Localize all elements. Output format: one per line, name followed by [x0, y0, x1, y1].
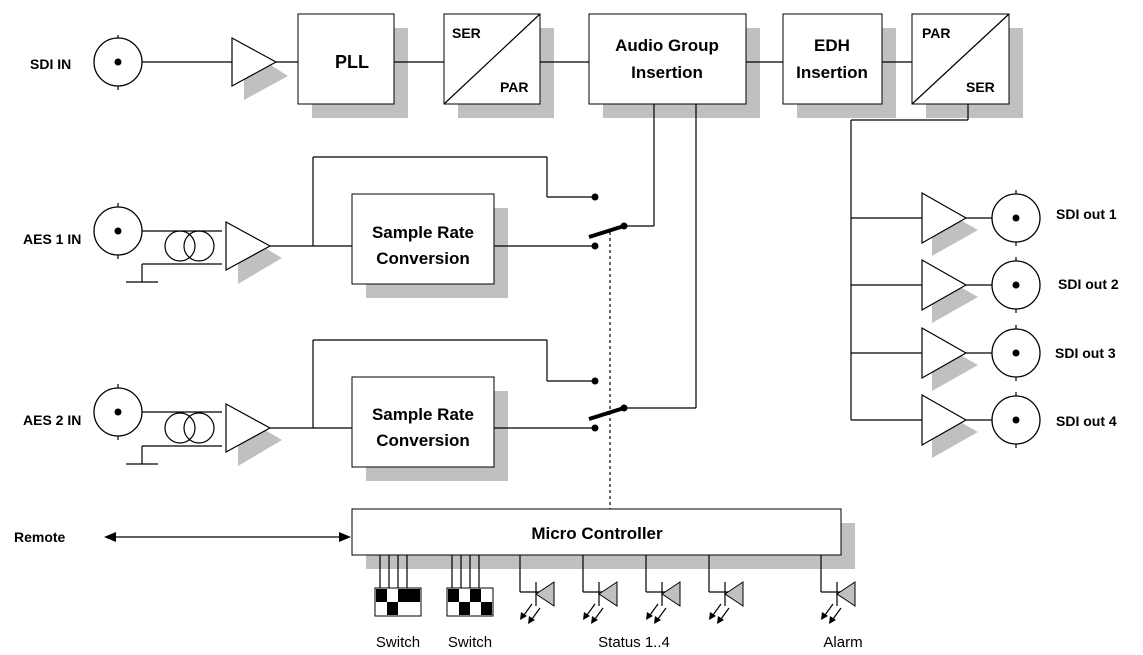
- sdi-in-connector-icon: [93, 35, 143, 90]
- dip-switch-2-icon: [446, 555, 494, 617]
- aes2-transformer-icon: [126, 411, 222, 465]
- aes1-connector-icon: [93, 203, 143, 259]
- micro-controller-block: Micro Controller: [351, 508, 855, 569]
- audio-group-label-line2: Insertion: [631, 63, 703, 82]
- status-label: Status 1..4: [598, 634, 670, 651]
- sdi-out-3-connector-icon: [991, 325, 1041, 381]
- sdi-out-1-label: SDI out 1: [1056, 206, 1117, 222]
- edh-label-line2: Insertion: [796, 63, 868, 82]
- alarm-led-icon: [820, 555, 856, 624]
- aes1-selector-switch-icon: [588, 104, 655, 250]
- sdi-out-4-connector-icon: [991, 392, 1041, 448]
- src2-block: Sample Rate Conversion: [351, 376, 508, 481]
- switch-1-label: Switch: [376, 634, 420, 651]
- sdi-in-amplifier-icon: [231, 36, 288, 100]
- ser-par-bottom-label: PAR: [500, 79, 529, 95]
- sdi-out-4-label: SDI out 4: [1056, 413, 1117, 429]
- status-led-4-icon: [708, 555, 744, 624]
- status-led-1-icon: [519, 555, 555, 624]
- aes2-bypass-wire: [312, 339, 599, 428]
- sdi-output-2: SDI out 2: [851, 257, 1119, 323]
- ser-par-block: SER PAR: [443, 13, 554, 118]
- aes1-amplifier-icon: [225, 220, 282, 284]
- sdi-out-2-connector-icon: [991, 257, 1041, 313]
- alarm-label: Alarm: [823, 634, 862, 651]
- sdi-output-3: SDI out 3: [851, 325, 1116, 391]
- src2-label-line2: Conversion: [376, 431, 470, 450]
- src2-label-line1: Sample Rate: [372, 405, 474, 424]
- src1-label-line1: Sample Rate: [372, 223, 474, 242]
- aes2-in-label: AES 2 IN: [23, 412, 81, 428]
- aes1-bypass-wire: [312, 156, 599, 246]
- par-ser-top-label: PAR: [922, 25, 951, 41]
- pll-block: PLL: [297, 13, 408, 118]
- edh-label-line1: EDH: [814, 36, 850, 55]
- dip-switch-1-icon: [374, 555, 422, 617]
- output-bus: [850, 104, 969, 420]
- status-led-3-icon: [645, 555, 681, 624]
- sdi-output-4: SDI out 4: [851, 392, 1117, 458]
- sdi-in-label: SDI IN: [30, 56, 71, 72]
- remote-label: Remote: [14, 529, 66, 545]
- aes2-selector-switch-icon: [588, 104, 697, 432]
- sdi-output-1: SDI out 1: [851, 190, 1117, 256]
- src1-label-line2: Conversion: [376, 249, 470, 268]
- sdi-out-3-label: SDI out 3: [1055, 345, 1116, 361]
- aes1-transformer-icon: [126, 230, 222, 283]
- edh-insertion-block: EDH Insertion: [782, 13, 896, 118]
- micro-controller-label: Micro Controller: [531, 524, 663, 543]
- audio-group-insertion-block: Audio Group Insertion: [588, 13, 760, 118]
- ser-par-top-label: SER: [452, 25, 481, 41]
- aes1-in-label: AES 1 IN: [23, 231, 81, 247]
- pll-label: PLL: [335, 52, 369, 72]
- status-led-2-icon: [582, 555, 618, 624]
- remote-arrow-icon: [104, 532, 351, 542]
- sdi-out-2-label: SDI out 2: [1058, 276, 1119, 292]
- audio-group-label-line1: Audio Group: [615, 36, 719, 55]
- par-ser-block: PAR SER: [911, 13, 1023, 118]
- src1-block: Sample Rate Conversion: [351, 193, 508, 298]
- aes2-connector-icon: [93, 384, 143, 440]
- switch-2-label: Switch: [448, 634, 492, 651]
- sdi-out-1-connector-icon: [991, 190, 1041, 246]
- par-ser-bottom-label: SER: [966, 79, 995, 95]
- aes2-amplifier-icon: [225, 402, 282, 466]
